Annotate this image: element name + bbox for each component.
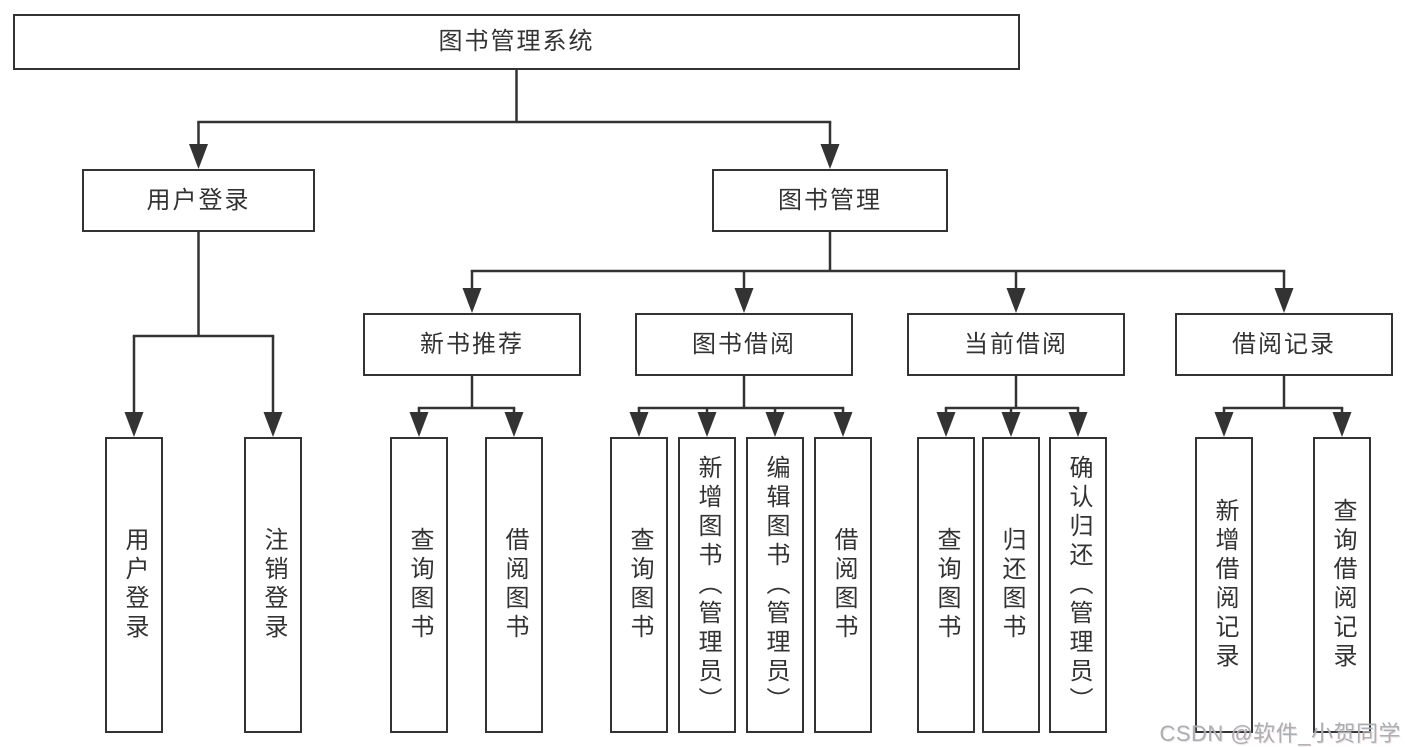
node-label: 新增借阅记录: [1211, 498, 1238, 672]
node-label: 图书管理系统: [438, 28, 595, 55]
arrowhead-icon: [697, 412, 717, 437]
leaf-borrow-books: 借阅图书: [814, 437, 872, 733]
node-label: 查询借阅记录: [1329, 498, 1356, 672]
leaf-user-login: 用户登录: [105, 437, 163, 733]
leaf-query-books-borrow: 查询图书: [610, 437, 668, 733]
leaf-edit-books-admin: 编辑图书（管理员）: [746, 437, 804, 733]
arrowhead-icon: [1006, 288, 1026, 313]
arrowhead-icon: [820, 144, 840, 169]
node-label: 确认归还（管理员）: [1065, 454, 1092, 716]
arrowhead-icon: [765, 412, 785, 437]
node-label: 查询图书: [406, 527, 433, 643]
leaf-query-borrow-record: 查询借阅记录: [1313, 437, 1371, 733]
node-new-book-recommend: 新书推荐: [363, 313, 581, 376]
leaf-return-books: 归还图书: [982, 437, 1040, 733]
csdn-watermark: CSDN @软件_小贺同学: [1159, 721, 1401, 746]
arrowhead-icon: [409, 412, 429, 437]
arrowhead-icon: [1214, 412, 1234, 437]
connector-records-to-leaves: [1214, 376, 1352, 437]
node-label: 注销登录: [260, 527, 287, 643]
node-current-borrow: 当前借阅: [907, 313, 1125, 376]
node-label: 图书借阅: [692, 330, 796, 358]
connector-bookmgmt-to-level3: [462, 232, 1294, 313]
leaf-add-books-admin: 新增图书（管理员）: [678, 437, 736, 733]
node-borrow-records: 借阅记录: [1175, 313, 1393, 376]
node-label: 借阅记录: [1232, 330, 1336, 358]
connector-current-to-leaves: [936, 376, 1088, 437]
arrowhead-icon: [462, 288, 482, 313]
arrowhead-icon: [263, 412, 283, 437]
arrowhead-icon: [1274, 288, 1294, 313]
leaf-query-books-current: 查询图书: [917, 437, 975, 733]
node-label: 图书管理: [778, 186, 882, 214]
arrowhead-icon: [504, 412, 524, 437]
connector-root-to-level2: [189, 70, 840, 169]
leaf-add-borrow-record: 新增借阅记录: [1195, 437, 1253, 733]
arrowhead-icon: [936, 412, 956, 437]
node-user-login: 用户登录: [82, 169, 315, 232]
arrowhead-icon: [1068, 412, 1088, 437]
node-book-borrow: 图书借阅: [635, 313, 853, 376]
arrowhead-icon: [1001, 412, 1021, 437]
arrowhead-icon: [124, 412, 144, 437]
node-label: 用户登录: [121, 527, 148, 643]
node-root-library-system: 图书管理系统: [13, 14, 1020, 70]
arrowhead-icon: [734, 288, 754, 313]
arrowhead-icon: [1332, 412, 1352, 437]
node-label: 新书推荐: [420, 330, 524, 358]
node-label: 借阅图书: [830, 527, 857, 643]
node-label: 编辑图书（管理员）: [762, 454, 789, 716]
leaf-logout: 注销登录: [244, 437, 302, 733]
node-label: 查询图书: [933, 527, 960, 643]
leaf-query-books-recommend: 查询图书: [390, 437, 448, 733]
node-label: 查询图书: [626, 527, 653, 643]
node-label: 借阅图书: [501, 527, 528, 643]
leaf-confirm-return-admin: 确认归还（管理员）: [1049, 437, 1107, 733]
connector-borrow-to-leaves: [629, 376, 853, 437]
connector-newbooks-to-leaves: [409, 376, 524, 437]
node-label: 当前借阅: [964, 330, 1068, 358]
node-label: 新增图书（管理员）: [694, 454, 721, 716]
node-book-management: 图书管理: [712, 169, 948, 232]
arrowhead-icon: [833, 412, 853, 437]
node-label: 用户登录: [146, 186, 251, 214]
connector-login-to-leaves: [124, 232, 283, 437]
arrowhead-icon: [629, 412, 649, 437]
node-label: 归还图书: [998, 527, 1025, 643]
leaf-borrow-books-recommend: 借阅图书: [485, 437, 543, 733]
arrowhead-icon: [189, 144, 208, 169]
